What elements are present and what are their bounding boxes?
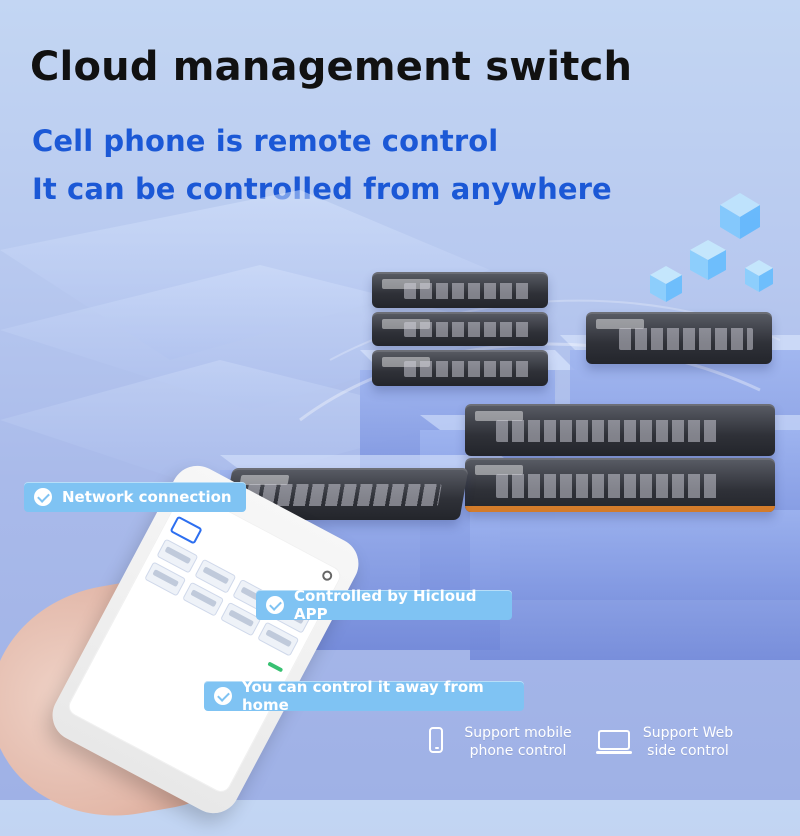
switch-device-6 [465, 458, 775, 512]
switch-device-3 [372, 350, 548, 386]
check-icon [34, 488, 52, 506]
support-web: Support Web side control [596, 724, 738, 760]
switch-device-5 [465, 404, 775, 456]
subtitle-line-1: Cell phone is remote control [32, 124, 499, 158]
switch-ports [496, 474, 720, 498]
support-mobile: Support mobile phone control [429, 724, 573, 760]
badge-network-connection: Network connection [24, 482, 246, 512]
switch-ports [496, 419, 720, 443]
switch-label [475, 411, 523, 421]
support-web-text: Support Web side control [642, 725, 734, 759]
check-icon [214, 687, 232, 705]
badge-controlled-by-app: Controlled by Hicloud APP [256, 587, 512, 623]
badge-label: Controlled by Hicloud APP [294, 587, 477, 623]
switch-ports [403, 282, 531, 299]
switch-icon [169, 515, 203, 545]
marketing-banner: Cloud management switch Cell phone is re… [0, 0, 800, 800]
badge-away-from-home: You can control it away from home [204, 678, 524, 714]
switch-device-1 [372, 272, 548, 308]
switch-accent-stripe [465, 506, 775, 512]
support-mobile-text: Support mobile phone control [464, 725, 572, 759]
phone-outline [429, 727, 443, 753]
status-pill [267, 661, 284, 673]
switch-device-2 [372, 312, 548, 346]
monitor-outline [596, 730, 632, 754]
check-icon [266, 596, 284, 614]
badge-label: You can control it away from home [242, 678, 484, 714]
page-title: Cloud management switch [30, 44, 633, 90]
switch-device-4 [586, 312, 772, 364]
switch-ports [619, 327, 754, 351]
monitor-icon [596, 730, 632, 754]
switch-label [596, 319, 644, 329]
switch-ports [403, 322, 531, 338]
settings-icon [320, 568, 334, 583]
switch-label [475, 465, 523, 475]
phone-icon [429, 727, 443, 753]
badge-label: Network connection [62, 488, 232, 506]
switch-ports [403, 360, 531, 377]
